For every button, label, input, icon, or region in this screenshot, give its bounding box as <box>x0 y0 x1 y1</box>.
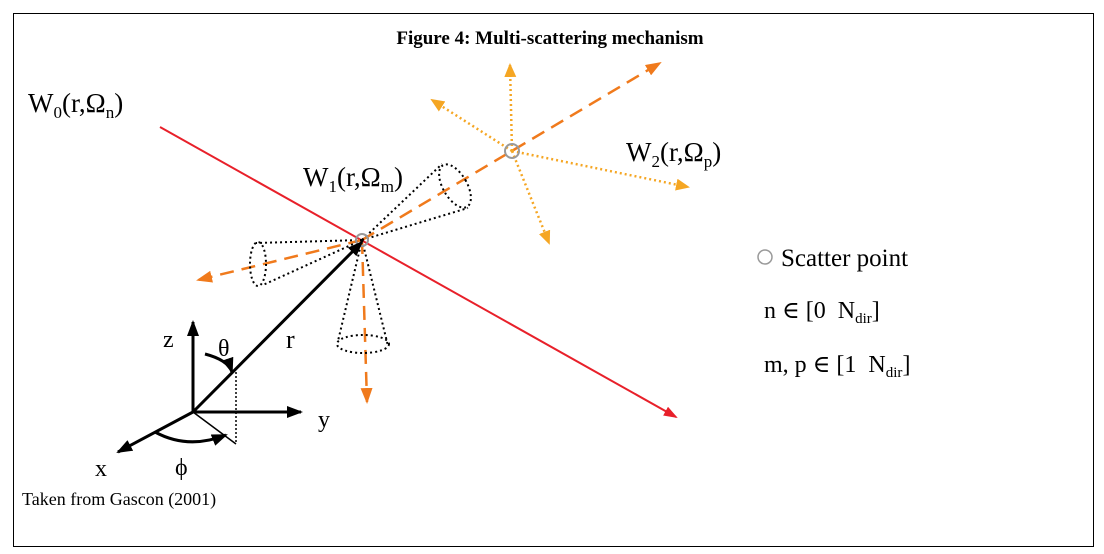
w2-label: W2(r,Ωp) <box>626 137 721 171</box>
scatter-ray-back <box>196 238 363 283</box>
legend-n-range: n ∈ [0 Ndir] <box>764 298 880 327</box>
incident-ray <box>159 126 678 418</box>
figure-title: Figure 4: Multi-scattering mechanism <box>396 28 703 49</box>
scatter-ray-forward <box>361 61 662 242</box>
position-vector-r <box>191 240 364 414</box>
phi-label: ϕ <box>175 455 188 481</box>
r-label: r <box>286 325 295 354</box>
legend-scatter-label: Scatter point <box>781 245 908 272</box>
source-credit: Taken from Gascon (2001) <box>22 489 216 510</box>
axis-z-label: z <box>163 327 174 353</box>
axis-x-label: x <box>95 456 107 482</box>
scatter-ray-down <box>360 239 373 404</box>
w0-label: W0(r,Ωn) <box>28 88 123 122</box>
axis-y-label: y <box>318 407 330 433</box>
phi-arc <box>154 430 228 446</box>
scatter-point-2 <box>504 143 520 159</box>
legend-scatter-icon <box>757 249 773 265</box>
theta-label: θ <box>218 336 230 362</box>
scatter-cones <box>249 163 472 354</box>
figure-frame <box>13 13 1094 547</box>
second-scatter-rays <box>430 63 690 245</box>
theta-arc <box>204 352 234 374</box>
legend-mp-range: m, p ∈ [1 Ndir] <box>764 352 910 381</box>
projection-lines <box>192 372 237 445</box>
coordinate-axes <box>116 320 303 454</box>
w1-label: W1(r,Ωm) <box>303 162 403 196</box>
